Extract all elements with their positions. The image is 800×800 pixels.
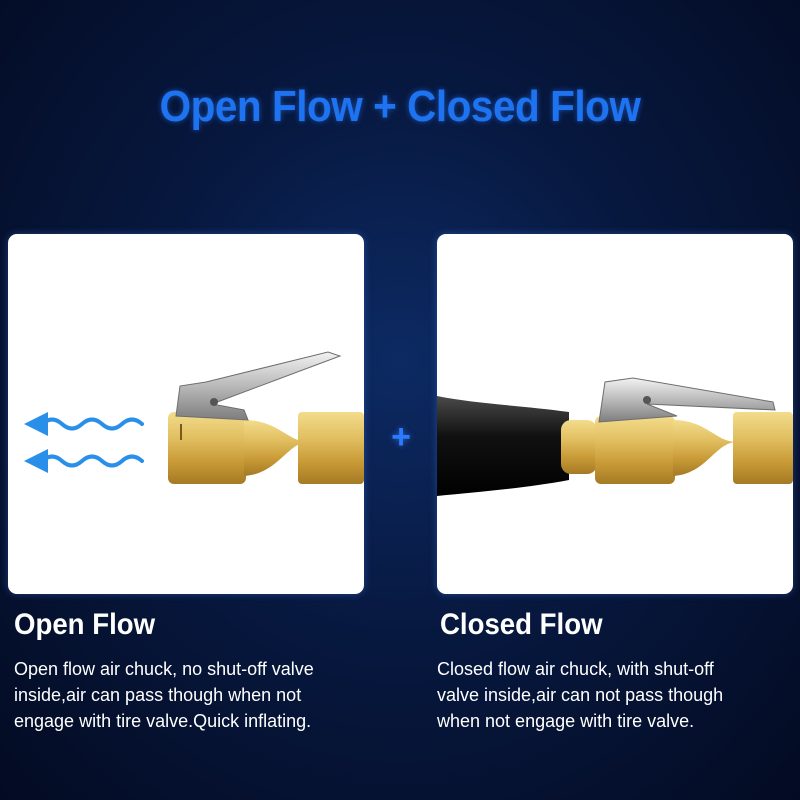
airflow-arrows-icon: [40, 417, 144, 468]
page-title: Open Flow + Closed Flow: [159, 82, 641, 131]
closed-flow-heading: Closed Flow: [440, 608, 603, 641]
open-flow-heading: Open Flow: [14, 608, 156, 641]
open-flow-description-line: inside,air can pass though when not: [14, 685, 302, 705]
open-flow-chuck-illustration: [24, 351, 364, 484]
closed-flow-description-line: Closed flow air chuck, with shut-off: [437, 659, 714, 679]
open-flow-description-line: engage with tire valve.Quick inflating.: [14, 711, 312, 731]
open-flow-description-line: Open flow air chuck, no shut-off valve: [14, 659, 314, 679]
open-flow-description: Open flow air chuck, no shut-off valve i…: [14, 656, 374, 734]
closed-flow-image-panel: [437, 234, 793, 594]
plus-separator: +: [391, 418, 411, 456]
closed-flow-description-line: when not engage with tire valve.: [437, 711, 695, 731]
closed-flow-chuck-illustration: [437, 377, 793, 496]
closed-flow-description-line: valve inside,air can not pass though: [437, 685, 724, 705]
closed-flow-description: Closed flow air chuck, with shut-off val…: [437, 656, 777, 734]
open-flow-image-panel: [8, 234, 364, 594]
